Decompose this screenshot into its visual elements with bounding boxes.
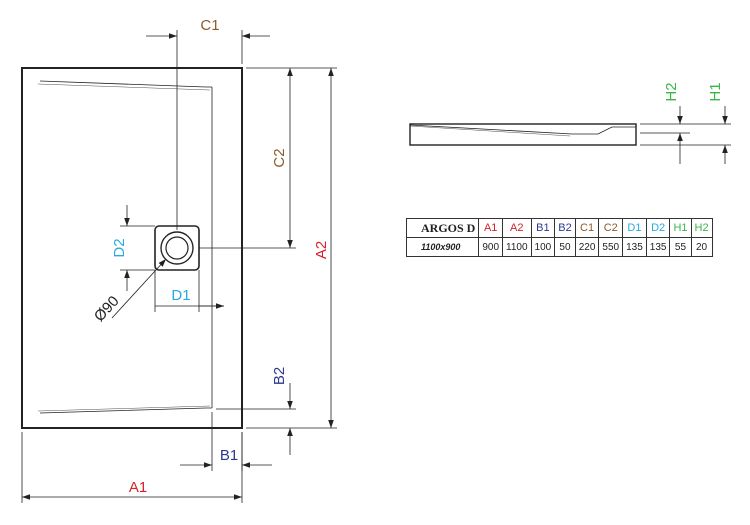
dim-label-a2: A2	[313, 241, 330, 259]
drain-leader	[111, 258, 167, 319]
dim-label-b1: B1	[220, 447, 238, 464]
dim-label-d1: D1	[171, 287, 190, 304]
dim-label-h1: H1	[707, 82, 724, 101]
side-profile-outline	[409, 123, 637, 146]
column-header-a2: A2	[502, 218, 532, 238]
dim-label-c2: C2	[271, 148, 288, 167]
drain-outer-circle	[160, 231, 194, 265]
dim-label-a1: A1	[129, 479, 147, 496]
model-size: 1100x900	[405, 237, 480, 257]
column-header-b2: B2	[554, 218, 576, 238]
value-b1: 100	[530, 237, 556, 257]
drain-inner-circle	[165, 236, 189, 260]
model-name: ARGOS D	[405, 218, 480, 238]
column-header-h1: H1	[669, 218, 692, 238]
column-header-b1: B1	[530, 218, 556, 238]
value-h2: 20	[690, 237, 713, 257]
column-header-c2: C2	[598, 218, 624, 238]
value-d2: 135	[645, 237, 671, 257]
dim-label-b2: B2	[271, 367, 288, 385]
value-a2: 1100	[502, 237, 532, 257]
dim-label-drain: Ø90	[91, 293, 123, 325]
tray-side-view	[409, 123, 637, 146]
dim-label-c1: C1	[200, 17, 219, 34]
tray-slope-bottom	[39, 407, 212, 414]
value-b2: 50	[554, 237, 576, 257]
column-header-a1: A1	[478, 218, 504, 238]
column-header-h2: H2	[690, 218, 713, 238]
value-h1: 55	[669, 237, 692, 257]
column-header-c1: C1	[574, 218, 600, 238]
side-dimension-lines	[640, 106, 731, 164]
value-d1: 135	[622, 237, 647, 257]
value-a1: 900	[478, 237, 504, 257]
dim-label-h2: H2	[663, 82, 680, 101]
dimension-lines	[21, 30, 337, 503]
column-header-d1: D1	[622, 218, 647, 238]
tray-slope-top	[39, 80, 212, 88]
value-c1: 220	[574, 237, 600, 257]
dim-label-d2: D2	[111, 238, 128, 257]
tray-channel	[37, 83, 211, 412]
column-header-d2: D2	[645, 218, 671, 238]
value-c2: 550	[598, 237, 624, 257]
side-profile-slope	[409, 124, 636, 135]
